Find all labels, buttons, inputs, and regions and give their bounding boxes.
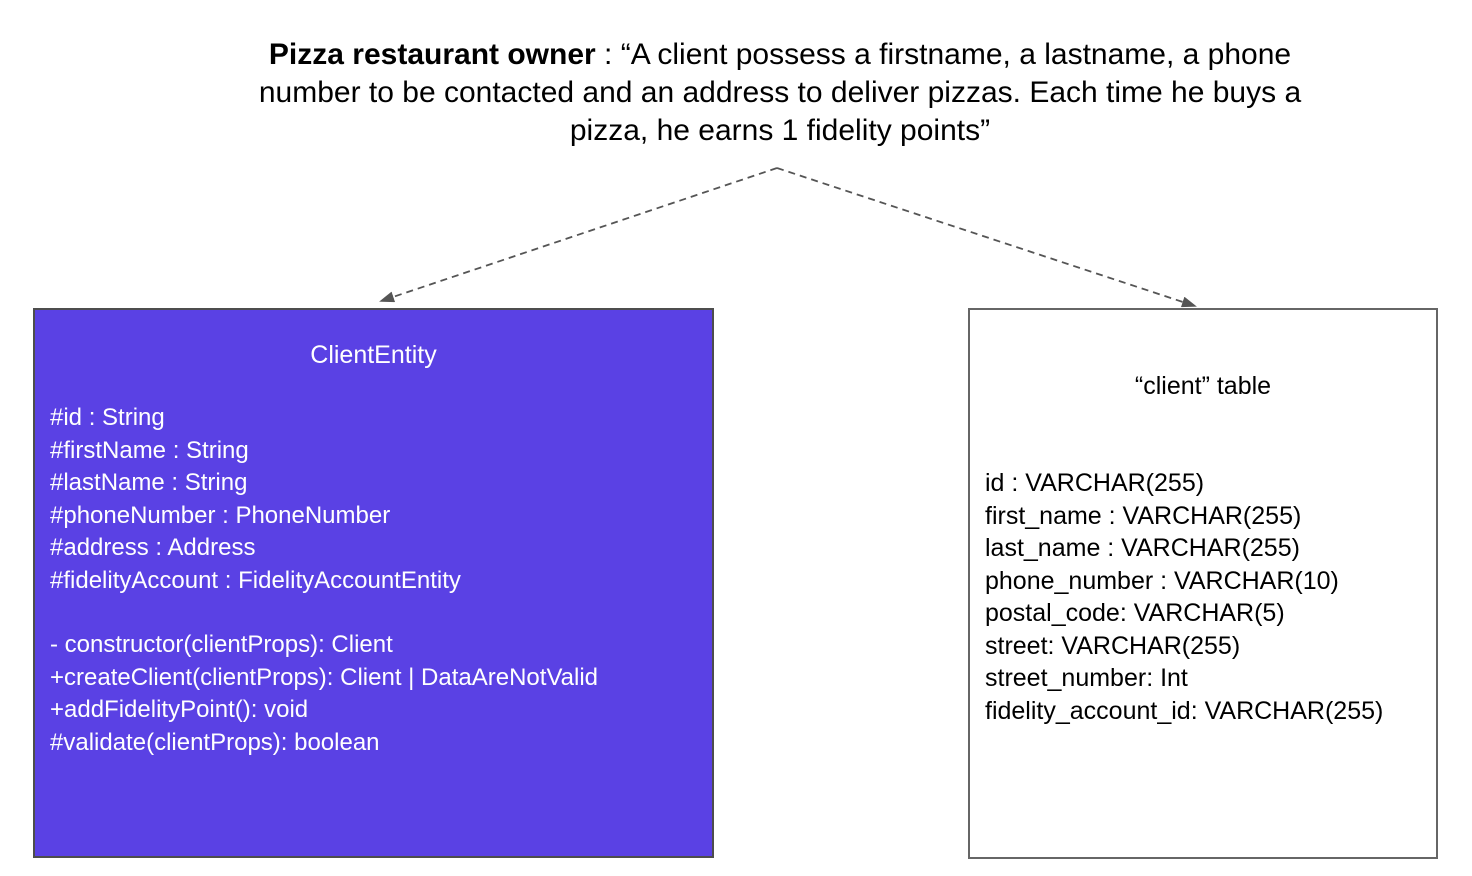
table-column: fidelity_account_id: VARCHAR(255)	[985, 696, 1384, 725]
requirement-text: Pizza restaurant owner : “A client posse…	[230, 36, 1330, 150]
table-column: first_name : VARCHAR(255)	[985, 501, 1302, 530]
class-title: ClientEntity	[310, 341, 437, 369]
class-attribute: #phoneNumber : PhoneNumber	[50, 501, 391, 529]
connector-to-table-box	[776, 167, 1197, 308]
class-attribute: #id : String	[50, 404, 165, 431]
class-method: +createClient(clientProps): Client | Dat…	[50, 663, 599, 691]
table-column: phone_number : VARCHAR(10)	[985, 566, 1339, 595]
table-column-list: id : VARCHAR(255) first_name : VARCHAR(25…	[970, 467, 1436, 727]
table-title: “client” table	[1134, 372, 1272, 400]
table-column: id : VARCHAR(255)	[985, 469, 1205, 497]
class-method: #validate(clientProps): boolean	[50, 728, 380, 756]
table-column: postal_code: VARCHAR(5)	[985, 599, 1285, 627]
class-method: - constructor(clientProps): Client	[50, 631, 393, 658]
class-method-list: - constructor(clientProps): Client +creat…	[35, 629, 712, 759]
connector-to-entity-box	[379, 167, 778, 303]
class-attribute: #address : Address	[50, 534, 256, 561]
class-attribute: #lastName : String	[50, 469, 248, 496]
table-column: street_number: Int	[985, 664, 1188, 692]
class-attribute: #firstName : String	[50, 436, 249, 464]
client-table-box: “client” table id : VARCHAR(255) first_na…	[968, 308, 1438, 859]
requirement-quote: “A client possess a firstname, a lastnam…	[258, 38, 1302, 147]
class-method: +addFidelityPoint(): void	[50, 696, 309, 723]
client-entity-class-box: ClientEntity #id : String #firstName : St…	[33, 308, 714, 858]
table-column: street: VARCHAR(255)	[985, 631, 1241, 660]
class-attribute: #fidelityAccount : FidelityAccountEntity	[50, 566, 461, 594]
table-column: last_name : VARCHAR(255)	[985, 534, 1300, 562]
speaker-name: Pizza restaurant owner	[268, 38, 596, 71]
class-attribute-list: #id : String #firstName : String #lastName…	[35, 402, 712, 597]
speaker-separator: :	[595, 38, 621, 71]
